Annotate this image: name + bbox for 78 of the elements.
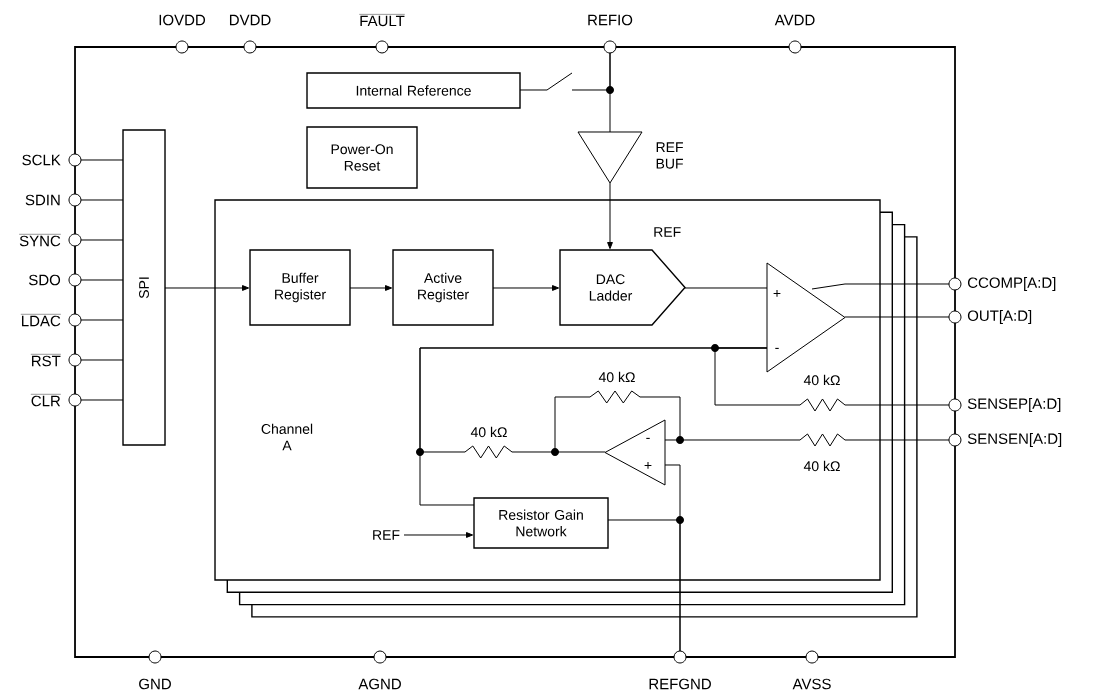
node-label: DVDD bbox=[229, 14, 271, 26]
node-label: SYNC bbox=[19, 235, 61, 247]
amplifier-triangle bbox=[766, 262, 846, 373]
wire bbox=[80, 319, 124, 321]
node-label: IOVDD bbox=[159, 14, 206, 26]
interface-box: SPI bbox=[122, 129, 166, 446]
pin: REFIO bbox=[588, 14, 633, 54]
arrow bbox=[164, 285, 250, 291]
node-label: FAULT bbox=[360, 15, 405, 27]
wire bbox=[80, 239, 124, 241]
pin: SENSEN[A:D] bbox=[948, 433, 1062, 447]
pin: AGND bbox=[358, 650, 401, 690]
node-label: SENSEN[A:D] bbox=[967, 433, 1062, 447]
wire bbox=[811, 283, 950, 290]
node-label: AVDD bbox=[774, 14, 815, 26]
pin: CCOMP[A:D] bbox=[948, 277, 1056, 291]
pin: RST bbox=[30, 353, 82, 367]
pin: SDO bbox=[29, 273, 82, 287]
pin: AVDD bbox=[774, 14, 815, 54]
polarity-sign: - bbox=[646, 437, 650, 439]
pin: OUT[A:D] bbox=[948, 310, 1032, 324]
node-label: REFGND bbox=[649, 678, 711, 690]
pin: AVSS bbox=[792, 650, 831, 690]
dac-block: DAC Ladder bbox=[559, 249, 686, 326]
polarity-sign: - bbox=[775, 347, 779, 349]
wire bbox=[519, 89, 548, 91]
wire bbox=[419, 347, 768, 459]
wire bbox=[571, 52, 611, 91]
wire bbox=[80, 199, 124, 201]
node-label: SENSEP[A:D] bbox=[967, 398, 1061, 412]
node-label: SDIN bbox=[25, 194, 60, 206]
process-box: Power-On Reset bbox=[306, 126, 418, 189]
edge-label: REF bbox=[652, 226, 683, 238]
process-box: Internal Reference bbox=[306, 72, 521, 109]
process-box: Buffer Register bbox=[249, 249, 351, 326]
wire bbox=[664, 433, 950, 447]
wire bbox=[844, 316, 950, 318]
pin: SYNC bbox=[18, 233, 82, 247]
node-label: AVSS bbox=[792, 678, 831, 690]
wire bbox=[80, 159, 124, 161]
node-label: GND bbox=[139, 678, 171, 690]
node-label: SCLK bbox=[22, 154, 61, 166]
arrow bbox=[607, 182, 613, 250]
pin: SCLK bbox=[22, 153, 82, 167]
signal-label: REF bbox=[373, 530, 400, 540]
arrow bbox=[492, 285, 560, 291]
pin: GND bbox=[139, 650, 171, 690]
wire bbox=[80, 279, 124, 281]
buffer-label: REF BUF bbox=[656, 142, 683, 169]
pin: FAULT bbox=[359, 14, 405, 54]
pin: DVDD bbox=[230, 14, 271, 54]
pin: SENSEP[A:D] bbox=[948, 398, 1061, 412]
node-label: LDAC bbox=[22, 315, 61, 327]
node-label: AGND bbox=[358, 678, 401, 690]
node-label: CCOMP[A:D] bbox=[967, 277, 1056, 291]
process-box: Active Register bbox=[392, 249, 494, 326]
node-label: OUT[A:D] bbox=[967, 310, 1032, 324]
node-label: SDO bbox=[28, 274, 61, 286]
arrow bbox=[403, 532, 474, 538]
wire bbox=[607, 519, 681, 652]
arrow bbox=[349, 285, 393, 291]
resistor-value: 40 kΩ bbox=[598, 371, 635, 383]
pin: REFGND bbox=[649, 650, 711, 690]
pin: LDAC bbox=[20, 313, 82, 327]
process-box: Resistor Gain Network bbox=[473, 497, 609, 549]
wire bbox=[80, 399, 124, 401]
polarity-sign: + bbox=[644, 461, 652, 469]
pin: CLR bbox=[30, 393, 82, 407]
pin: IOVDD bbox=[159, 14, 206, 54]
switch-symbol bbox=[546, 72, 573, 91]
amplifier-triangle bbox=[604, 419, 666, 486]
node-label: RST bbox=[32, 355, 61, 367]
wire bbox=[80, 359, 124, 361]
polarity-sign: + bbox=[773, 289, 781, 297]
pin: SDIN bbox=[25, 193, 82, 207]
wire bbox=[684, 287, 768, 289]
node-label: CLR bbox=[31, 395, 61, 407]
node-label: REFIO bbox=[588, 14, 633, 26]
